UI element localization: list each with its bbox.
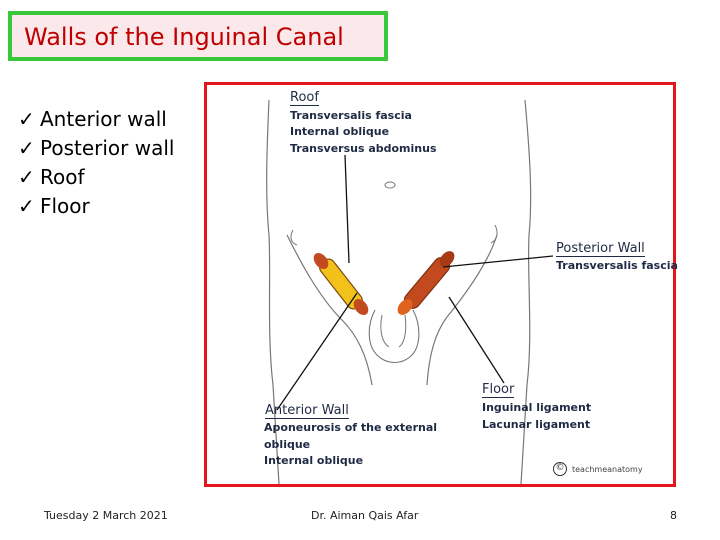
footer-author: Dr. Aiman Qais Afar [311,509,419,522]
roof-item: Transversalis fascia [290,109,412,122]
anterior-wall-heading: Anterior Wall [265,403,349,419]
checkmark-icon: ✓ [18,165,35,189]
slide-title-box: Walls of the Inguinal Canal [8,11,388,61]
checkmark-icon: ✓ [18,194,35,218]
posterior-wall-heading: Posterior Wall [556,241,645,257]
posterior-wall-item: Transversalis fascia [556,259,678,272]
torso-right-outline [520,99,532,484]
bullet-item: ✓Roof [18,163,174,192]
footer-page-number: 8 [670,509,677,522]
checkmark-icon: ✓ [18,136,35,160]
anterior-wall-item: Internal oblique [264,454,364,467]
floor-pointer-line [448,296,505,384]
bullet-item: ✓Floor [18,192,174,221]
slide-title: Walls of the Inguinal Canal [24,23,344,51]
checkmark-icon: ✓ [18,107,35,131]
navel [384,181,396,189]
genital-outline [368,309,420,364]
copyright-icon: © [553,462,567,476]
bullet-item: ✓Anterior wall [18,105,174,134]
anterior-wall-item: Aponeurosis of the external [264,421,438,434]
bullet-list: ✓Anterior wall ✓Posterior wall ✓Roof ✓Fl… [18,105,174,221]
torso-left-outline [266,99,280,484]
roof-heading: Roof [290,90,319,106]
diagram-frame [204,82,676,487]
roof-item: Internal oblique [290,125,390,138]
left-inguinal-canal [313,253,369,315]
right-hip-crease [426,234,498,386]
anterior-wall-item: oblique [264,438,311,451]
left-iliac-mark [290,229,298,246]
footer-date: Tuesday 2 March 2021 [44,509,168,522]
genital-outline-inner [380,314,407,348]
posterior-wall-pointer-line [442,255,554,268]
right-iliac-mark [490,224,498,244]
brand-name: teachmeanatomy [572,465,643,474]
left-hip-crease [286,234,373,386]
roof-item: Transversus abdominus [290,142,437,155]
anterior-wall-pointer-line [276,292,358,411]
floor-item: Inguinal ligament [482,401,592,414]
inguinal-canal-diagram [266,99,554,484]
floor-heading: Floor [482,382,515,398]
floor-item: Lacunar ligament [482,418,591,431]
right-inguinal-canal [397,251,455,315]
bullet-item: ✓Posterior wall [18,134,174,163]
roof-pointer-line [344,154,350,264]
